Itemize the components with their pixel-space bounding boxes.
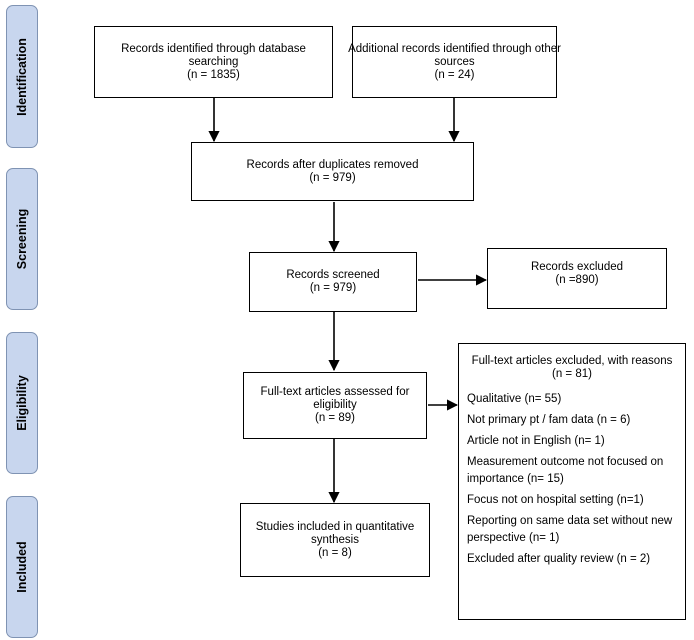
stage-eligibility: Eligibility	[6, 332, 38, 474]
db-search-line2: searching	[188, 55, 239, 68]
included-line2: synthesis	[311, 533, 359, 546]
fulltext-excluded-header: Full-text articles excluded, with reason…	[459, 355, 685, 381]
fulltext-count: (n = 89)	[315, 412, 355, 424]
fulltext-excluded-title: Full-text articles excluded, with reason…	[471, 355, 673, 367]
other-sources-line2: sources	[434, 55, 475, 68]
exclusion-reason: Focus not on hospital setting (n=1)	[467, 494, 685, 507]
included-line1: Studies included in quantitative	[255, 520, 415, 533]
stage-screening: Screening	[6, 168, 38, 310]
box-after-duplicates: Records after duplicates removed (n = 97…	[191, 142, 474, 201]
exclusion-reason: Measurement outcome not focused on impor…	[467, 456, 685, 486]
box-other-sources: Additional records identified through ot…	[348, 26, 561, 98]
exclusion-reason: Qualitative (n= 55)	[467, 393, 685, 406]
box-records-screened: Records screened (n = 979)	[249, 252, 417, 312]
other-sources-count: (n = 24)	[434, 68, 475, 81]
db-search-count: (n = 1835)	[187, 68, 240, 81]
exclusion-reason-text: Focus not on hospital setting (n=1)	[467, 494, 644, 506]
screened-count: (n = 979)	[309, 282, 357, 294]
screened-line1: Records screened	[286, 269, 380, 281]
exclusion-reason-text-cont: perspective (n= 1)	[467, 532, 560, 544]
fulltext-line2: eligibility	[313, 399, 357, 411]
box-database-search: Records identified through database sear…	[94, 26, 333, 98]
box-fulltext-excluded: Full-text articles excluded, with reason…	[458, 343, 686, 620]
stage-identification: Identification	[6, 5, 38, 148]
fulltext-line1: Full-text articles assessed for	[260, 386, 410, 398]
exclusion-reason-text: Excluded after quality review (n = 2)	[467, 553, 651, 565]
after-duplicates-count: (n = 979)	[309, 171, 356, 184]
exclusion-reason: Excluded after quality review (n = 2)	[467, 553, 685, 566]
exclusion-reasons-list: Qualitative (n= 55) Not primary pt / fam…	[459, 393, 685, 566]
exclusion-reason-text: Article not in English (n= 1)	[467, 435, 605, 447]
excluded-count: (n =890)	[555, 274, 599, 286]
other-sources-line1: Additional records identified through ot…	[348, 42, 561, 55]
box-fulltext-assessed: Full-text articles assessed for eligibil…	[243, 372, 427, 439]
excluded-line1: Records excluded	[530, 261, 624, 273]
exclusion-reason: Article not in English (n= 1)	[467, 435, 685, 448]
after-duplicates-line1: Records after duplicates removed	[246, 158, 419, 171]
exclusion-reason: Not primary pt / fam data (n = 6)	[467, 414, 685, 427]
fulltext-excluded-count: (n = 81)	[552, 368, 592, 380]
exclusion-reason-text: Measurement outcome not focused on	[467, 456, 664, 468]
included-count: (n = 8)	[318, 546, 352, 559]
exclusion-reason: Reporting on same data set without new p…	[467, 515, 685, 545]
exclusion-reason-text: Reporting on same data set without new	[467, 515, 673, 527]
exclusion-reason-text: Qualitative (n= 55)	[467, 393, 562, 405]
box-records-excluded: Records excluded (n =890)	[487, 248, 667, 309]
exclusion-reason-text: Not primary pt / fam data (n = 6)	[467, 414, 631, 426]
stage-included: Included	[6, 496, 38, 638]
box-studies-included: Studies included in quantitative synthes…	[240, 503, 430, 577]
exclusion-reason-text-cont: importance (n= 15)	[467, 473, 564, 485]
db-search-line1: Records identified through database	[121, 42, 306, 55]
